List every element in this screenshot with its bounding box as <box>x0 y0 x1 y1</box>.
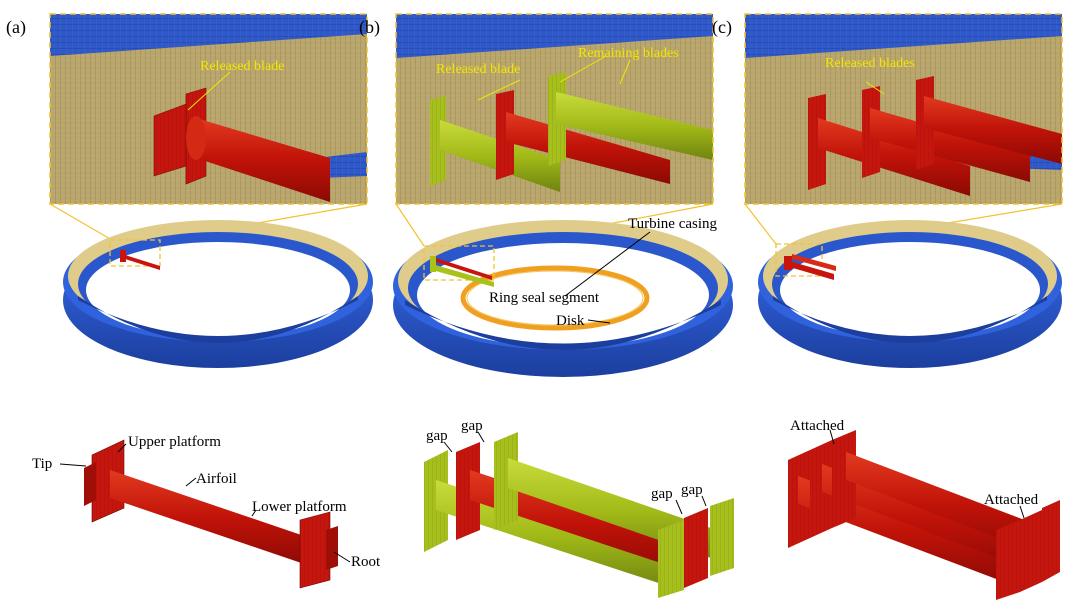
panel-b-inset: Released blade Remaining blades <box>395 13 714 205</box>
panel-a-inset-label: Released blade <box>200 59 284 74</box>
panel-a: (a) Released blade <box>6 13 373 368</box>
bottom-b-gap-3: gap <box>651 486 673 502</box>
panel-b-casing <box>393 220 733 377</box>
panel-c-casing <box>758 220 1062 368</box>
bottom-c-attached-1: Attached <box>790 418 845 434</box>
bottom-c-attached-2: Attached <box>984 492 1039 508</box>
bottom-a-upper-platform: Upper platform <box>128 434 221 450</box>
panel-a-inset: Released blade <box>49 13 368 205</box>
panel-a-tag: (a) <box>6 17 26 38</box>
bottom-a-lower-platform: Lower platform <box>252 499 347 515</box>
bottom-b-gap-1: gap <box>426 428 448 444</box>
panel-c-inset: Released blades <box>744 13 1063 205</box>
bottom-b-blades: gap gap gap gap <box>424 418 734 598</box>
panel-c-inset-label: Released blades <box>825 56 915 71</box>
bottom-b-gap-4: gap <box>681 482 703 498</box>
bottom-b-gap-2: gap <box>461 418 483 434</box>
panel-a-casing <box>63 220 373 368</box>
panel-c: (c) Released blades <box>712 13 1063 368</box>
bottom-a-airfoil: Airfoil <box>196 471 237 487</box>
bottom-a-root: Root <box>351 554 381 570</box>
panel-b-label-seal: Ring seal segment <box>489 290 600 306</box>
panel-b: (b) Released blade Remaining blades <box>359 13 733 377</box>
panel-c-tag: (c) <box>712 17 732 38</box>
panel-b-tag: (b) <box>359 17 380 38</box>
bottom-a-tip: Tip <box>32 456 52 472</box>
panel-b-inset-label-released: Released blade <box>436 62 520 77</box>
panel-b-inset-label-remaining: Remaining blades <box>578 46 679 61</box>
panel-b-label-disk: Disk <box>556 313 585 329</box>
panel-b-label-casing: Turbine casing <box>628 216 718 232</box>
bottom-c-blades: Attached Attached <box>788 418 1060 600</box>
bottom-a-blade: Tip Upper platform Airfoil Lower platfor… <box>32 434 381 589</box>
panel-b-disk-ring <box>460 265 650 331</box>
